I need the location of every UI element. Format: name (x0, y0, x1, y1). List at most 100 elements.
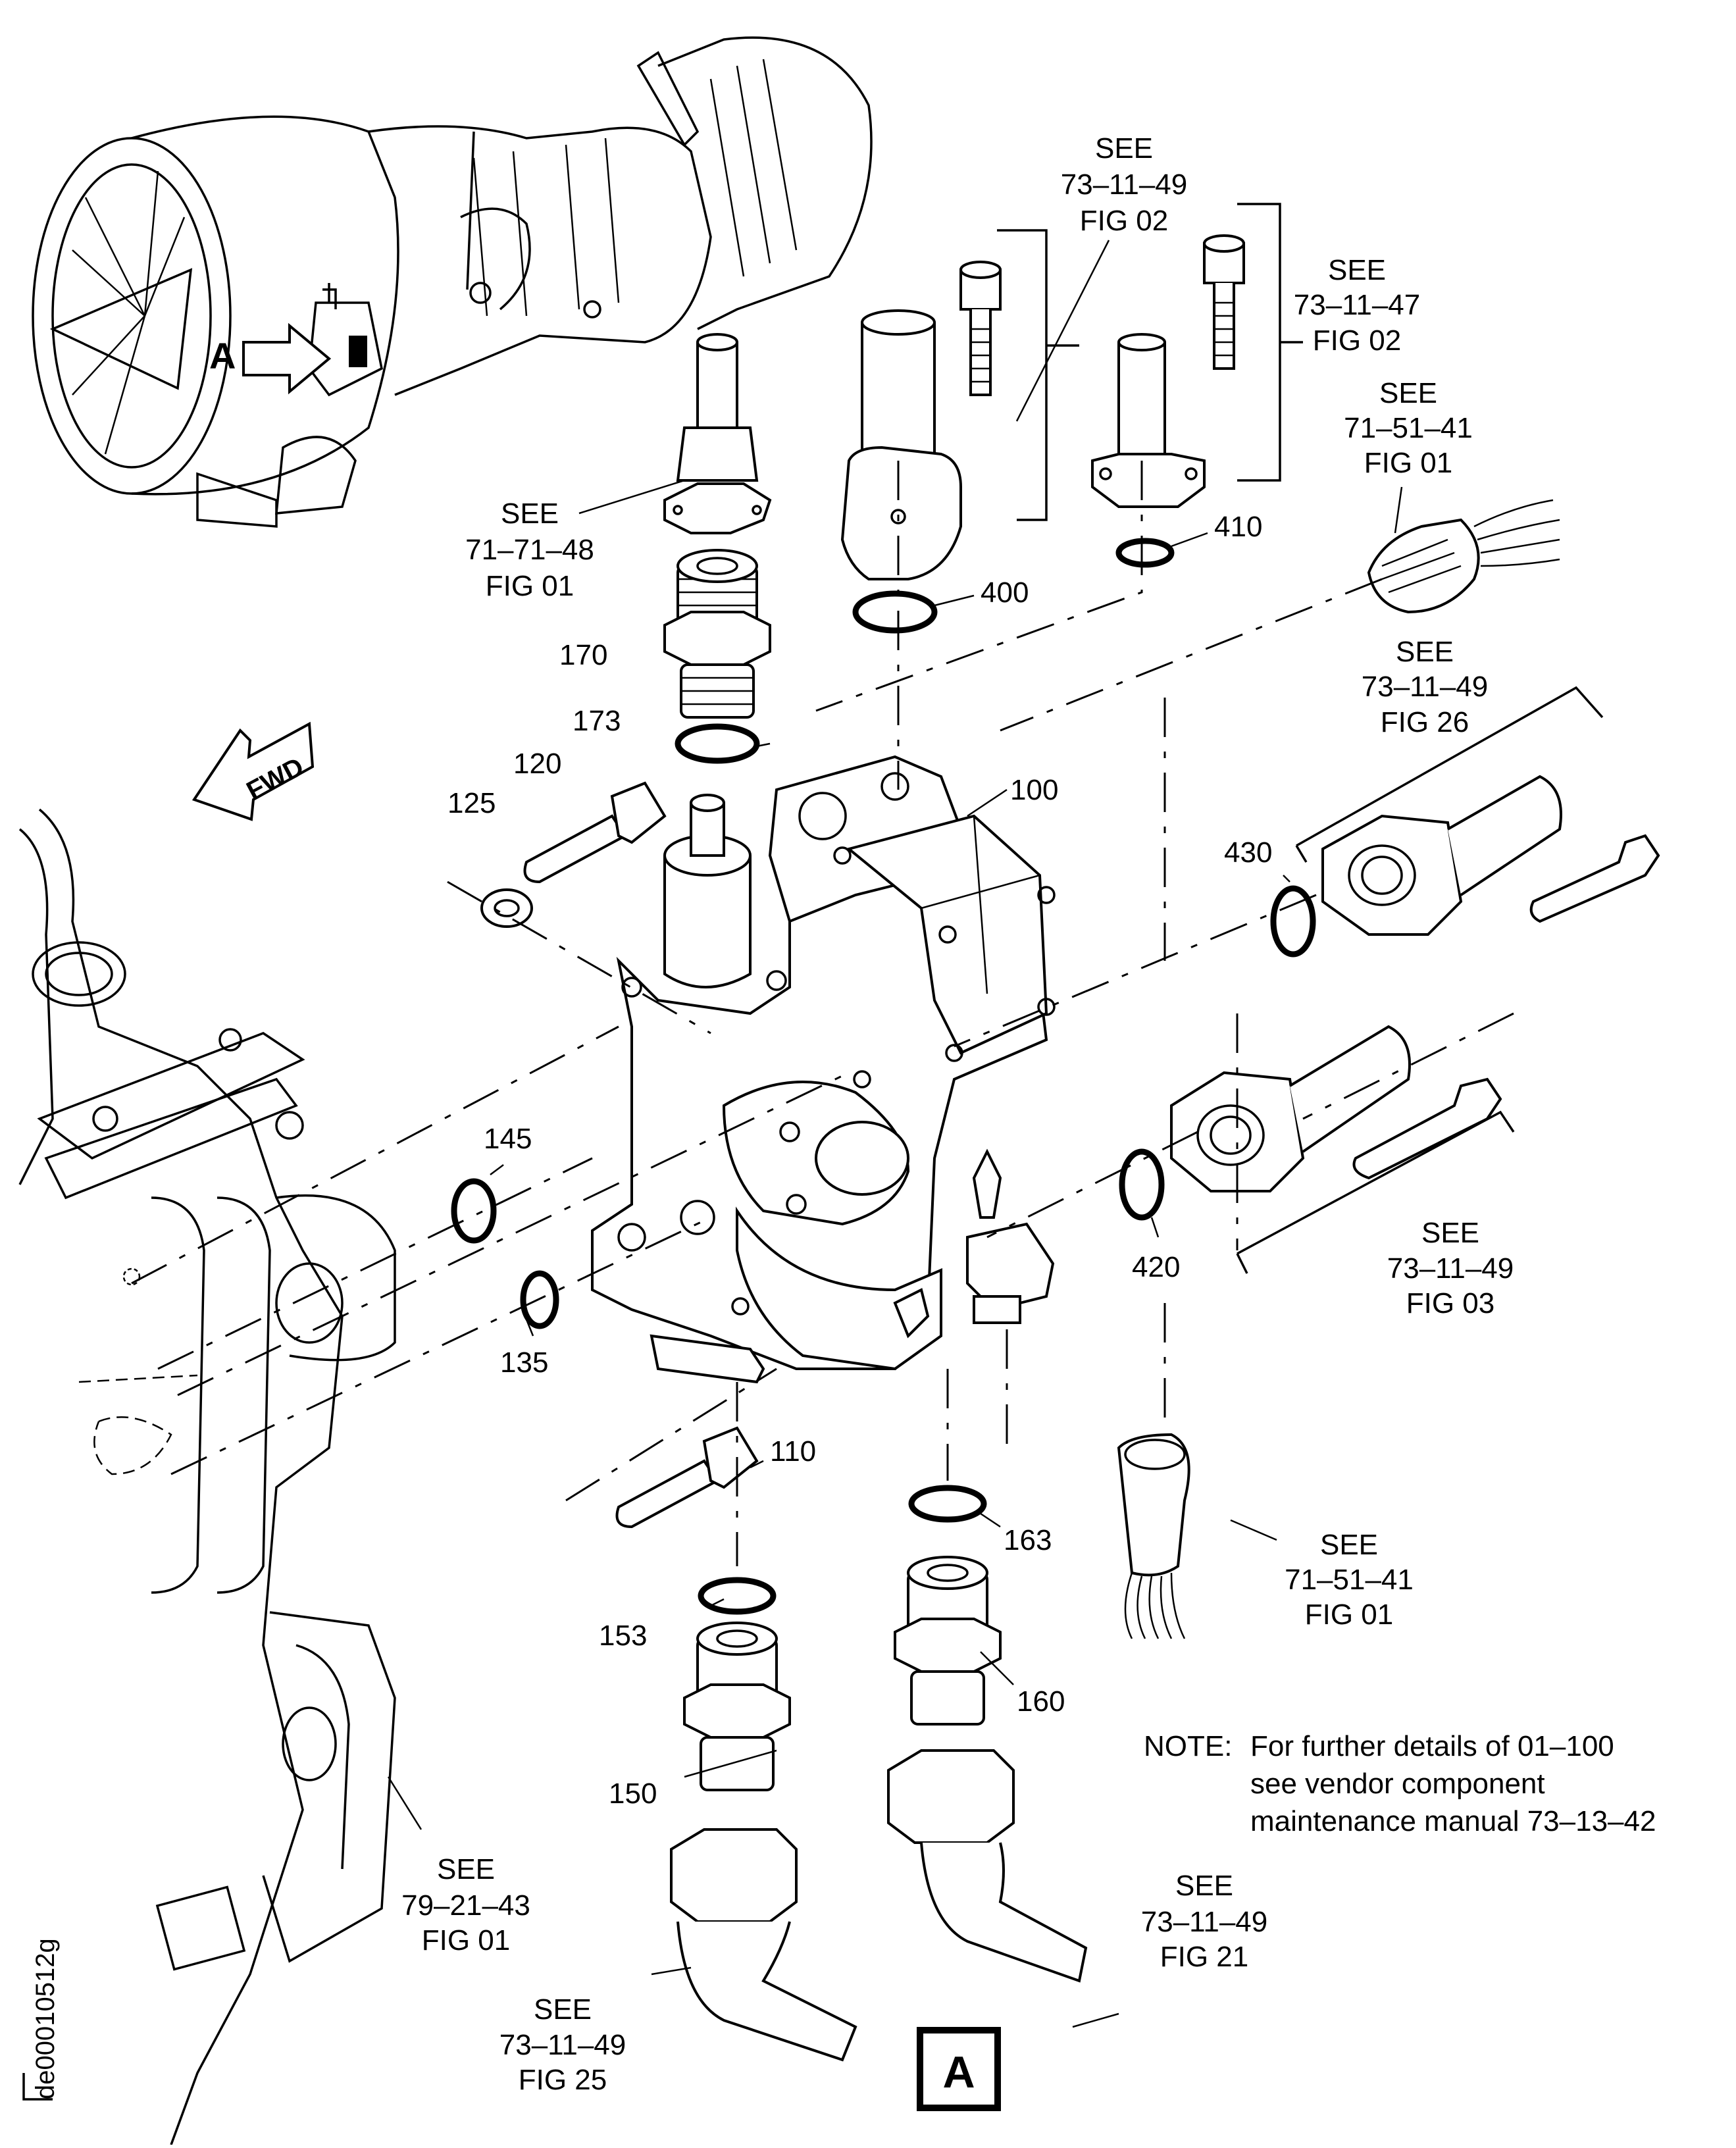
ref-label-73-11-49-fig21: SEE 73–11–49 FIG 21 (1141, 1870, 1268, 1973)
svg-text:NOTE:: NOTE: (1144, 1730, 1232, 1762)
svg-text:SEE: SEE (1320, 1529, 1378, 1561)
mounting-structure-illustration (18, 808, 396, 2145)
fitting-160 (894, 1556, 1002, 1726)
electrical-connector-bottom (1117, 1433, 1190, 1639)
svg-text:71–71–48: 71–71–48 (465, 534, 594, 566)
o-ring-145 (451, 1178, 497, 1244)
svg-text:see vendor component: see vendor component (1250, 1768, 1545, 1800)
item-125: 125 (447, 787, 496, 819)
ref-label-79-21-43-fig01: SEE 79–21–43 FIG 01 (401, 1853, 530, 1956)
svg-text:73–11–49: 73–11–49 (499, 2029, 626, 2061)
ref-label-71-51-41-fig01-bottom: SEE 71–51–41 FIG 01 (1285, 1529, 1414, 1631)
o-ring-430 (1270, 885, 1316, 958)
svg-text:de00010512g: de00010512g (31, 1938, 60, 2099)
svg-text:FIG 01: FIG 01 (422, 1924, 511, 1956)
item-173: 173 (573, 705, 621, 737)
svg-text:SEE: SEE (1175, 1870, 1233, 1902)
view-a-arrow-icon (242, 322, 332, 395)
svg-text:73–11–49: 73–11–49 (1387, 1252, 1514, 1285)
fwd-direction-arrow: FWD (191, 721, 315, 821)
svg-text:FIG 01: FIG 01 (1364, 447, 1453, 479)
item-110: 110 (770, 1435, 816, 1468)
svg-text:73–11–49: 73–11–49 (1061, 168, 1188, 201)
o-ring-135 (520, 1270, 559, 1329)
item-135: 135 (500, 1346, 548, 1379)
svg-text:For further details of 01–100: For further details of 01–100 (1250, 1730, 1614, 1762)
bolt-120 (523, 781, 667, 884)
ref-label-73-11-49-fig02: SEE 73–11–49 FIG 02 (1061, 132, 1188, 237)
svg-text:73–11–49: 73–11–49 (1141, 1906, 1268, 1938)
svg-text:71–51–41: 71–51–41 (1285, 1564, 1414, 1596)
svg-text:A: A (942, 2047, 975, 2097)
svg-text:79–21–43: 79–21–43 (401, 1889, 530, 1922)
svg-text:SEE: SEE (437, 1853, 495, 1885)
svg-text:SEE: SEE (1328, 254, 1386, 286)
item-170: 170 (559, 639, 607, 671)
bolt-110 (615, 1426, 759, 1529)
fitting-170 (663, 549, 771, 719)
svg-text:FIG 02: FIG 02 (1313, 324, 1402, 357)
item-150: 150 (609, 1777, 657, 1810)
leader-lines (387, 240, 1403, 2028)
washer-125 (480, 888, 533, 928)
fitting-150 (683, 1622, 791, 1791)
view-a-box: A (917, 2027, 1001, 2111)
svg-text:SEE: SEE (1379, 377, 1437, 409)
item-163: 163 (1004, 1524, 1052, 1556)
item-100: 100 (1010, 774, 1058, 806)
o-ring-420 (1119, 1148, 1165, 1221)
drawing-id: de00010512g (22, 1938, 60, 2101)
pipe-flange-fig03 (1170, 1025, 1502, 1192)
item-145: 145 (484, 1123, 532, 1155)
assembly-centerlines (131, 461, 1514, 1566)
pipe-nut-fig21 (887, 1749, 1088, 1983)
svg-text:73–11–47: 73–11–47 (1294, 289, 1421, 321)
ref-label-71-71-48-fig01: SEE 71–71–48 FIG 01 (465, 498, 594, 602)
svg-text:FIG 03: FIG 03 (1406, 1287, 1495, 1319)
svg-text:FIG 01: FIG 01 (1305, 1598, 1394, 1631)
svg-text:SEE: SEE (1095, 132, 1153, 165)
svg-text:FIG 02: FIG 02 (1080, 205, 1169, 237)
o-ring-173 (675, 723, 760, 764)
o-ring-410 (1115, 538, 1175, 568)
item-numbers: 100 110 120 125 135 145 150 153 160 163 … (447, 511, 1272, 1810)
sensor-fitting (663, 333, 772, 534)
bolt-set-top (959, 234, 1245, 396)
svg-text:FIG 01: FIG 01 (486, 570, 574, 602)
item-120: 120 (513, 748, 561, 780)
ref-label-73-11-49-fig25: SEE 73–11–49 FIG 25 (499, 1993, 626, 2096)
item-400: 400 (981, 576, 1029, 609)
fwd-arrow-icon (191, 721, 315, 821)
ref-label-73-11-49-fig03: SEE 73–11–49 FIG 03 (1387, 1217, 1514, 1319)
svg-text:FIG 25: FIG 25 (519, 2064, 607, 2096)
electrical-connector-top (1367, 499, 1560, 614)
svg-text:SEE: SEE (1421, 1217, 1479, 1249)
item-430: 430 (1224, 836, 1272, 869)
reference-brackets (997, 203, 1604, 1274)
pipe-nut-fig25 (670, 1828, 857, 2062)
svg-text:maintenance manual 73–13–42: maintenance manual 73–13–42 (1250, 1805, 1656, 1837)
valve-assembly-100 (591, 755, 1056, 1384)
item-153: 153 (599, 1620, 647, 1652)
pipe-flange-fig02-small (1091, 333, 1206, 508)
ref-label-73-11-47-fig02: SEE 73–11–47 FIG 02 (1294, 254, 1421, 357)
note-block: NOTE: For further details of 01–100 see … (1144, 1730, 1656, 1837)
svg-text:FIG 21: FIG 21 (1160, 1941, 1249, 1973)
item-420: 420 (1132, 1251, 1180, 1283)
pipe-flange-fig02 (840, 309, 962, 580)
ref-label-71-51-41-fig01-top: SEE 71–51–41 FIG 01 (1344, 377, 1473, 479)
svg-text:SEE: SEE (1396, 636, 1454, 668)
svg-text:SEE: SEE (534, 1993, 592, 2026)
ref-label-73-11-49-fig26: SEE 73–11–49 FIG 26 (1362, 636, 1489, 738)
view-a-callout: A (209, 335, 236, 376)
o-ring-400 (852, 590, 938, 634)
pipe-flange-fig26 (1321, 775, 1660, 936)
engine-overview-illustration: A (32, 36, 873, 528)
o-ring-163 (908, 1485, 987, 1523)
item-160: 160 (1017, 1685, 1065, 1718)
svg-text:73–11–49: 73–11–49 (1362, 671, 1489, 703)
item-410: 410 (1214, 511, 1262, 543)
o-rings (451, 538, 1316, 1615)
o-ring-153 (698, 1577, 777, 1615)
